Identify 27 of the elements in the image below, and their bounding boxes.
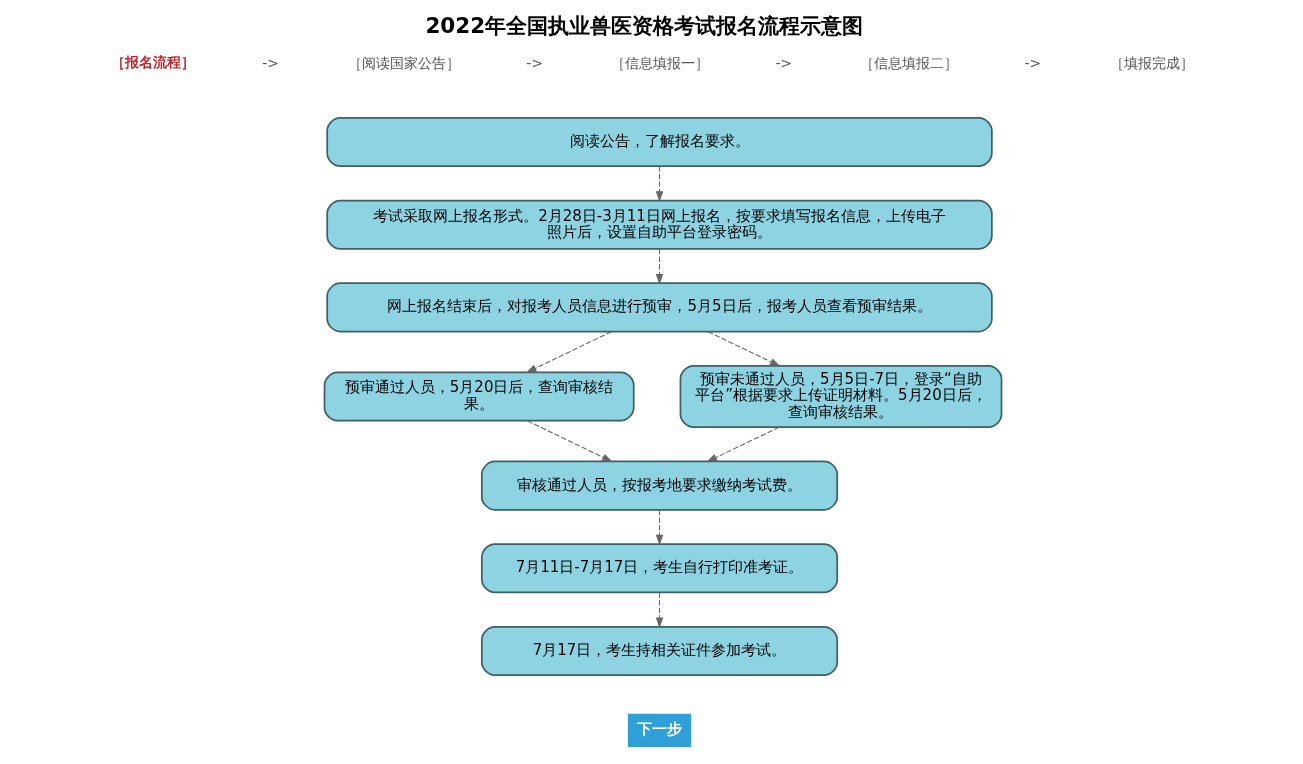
label: ［报名流程］ <box>110 53 195 70</box>
diagram-title: 2022年全国执业兽医资格考试报名流程示意图 <box>424 13 863 39</box>
node-box: 网上报名结束后，对报考人员信息进行预审，5月5日后，报考人员查看预审结果。 <box>325 282 993 333</box>
label: -> <box>774 54 792 71</box>
node-box: 预审未通过人员，5月5日-7日，登录“自助平台”根据要求上传证明材料。5月20日后，查询审核结果。 <box>679 365 1002 428</box>
arrow <box>655 248 663 285</box>
label: ［信息填报一］ <box>610 54 709 71</box>
arrow <box>655 592 663 629</box>
label: ［阅读国家公告］ <box>347 54 460 71</box>
label: ［信息填报二］ <box>859 54 958 71</box>
node-box: 7月17日，考生持相关证件参加考试。 <box>480 625 838 676</box>
node-box: 审核通过人员，按报考地要求缴纳考试费。 <box>480 460 838 511</box>
label: 下一步 <box>636 719 682 738</box>
arrow <box>707 331 781 367</box>
label: -> <box>261 54 279 71</box>
node-box: 考试采取网上报名形式。2月28日-3月11日网上报名，按要求填写报名信息，上传电子照片后，设置自助平台登录密码。 <box>325 199 993 250</box>
arrow <box>705 426 780 463</box>
node-box: 阅读公告，了解报名要求。 <box>325 117 993 168</box>
node-box: 7月11日-7月17日，考生自行打印准考证。 <box>480 543 838 594</box>
arrow <box>655 509 663 546</box>
arrow <box>655 165 663 202</box>
label: ［填报完成］ <box>1109 54 1194 71</box>
label: -> <box>525 54 543 71</box>
label: -> <box>1024 54 1041 71</box>
arrow <box>525 331 612 373</box>
arrow <box>526 420 613 463</box>
node-box: 预审通过人员，5月20日后，查询审核结果。 <box>323 371 635 422</box>
